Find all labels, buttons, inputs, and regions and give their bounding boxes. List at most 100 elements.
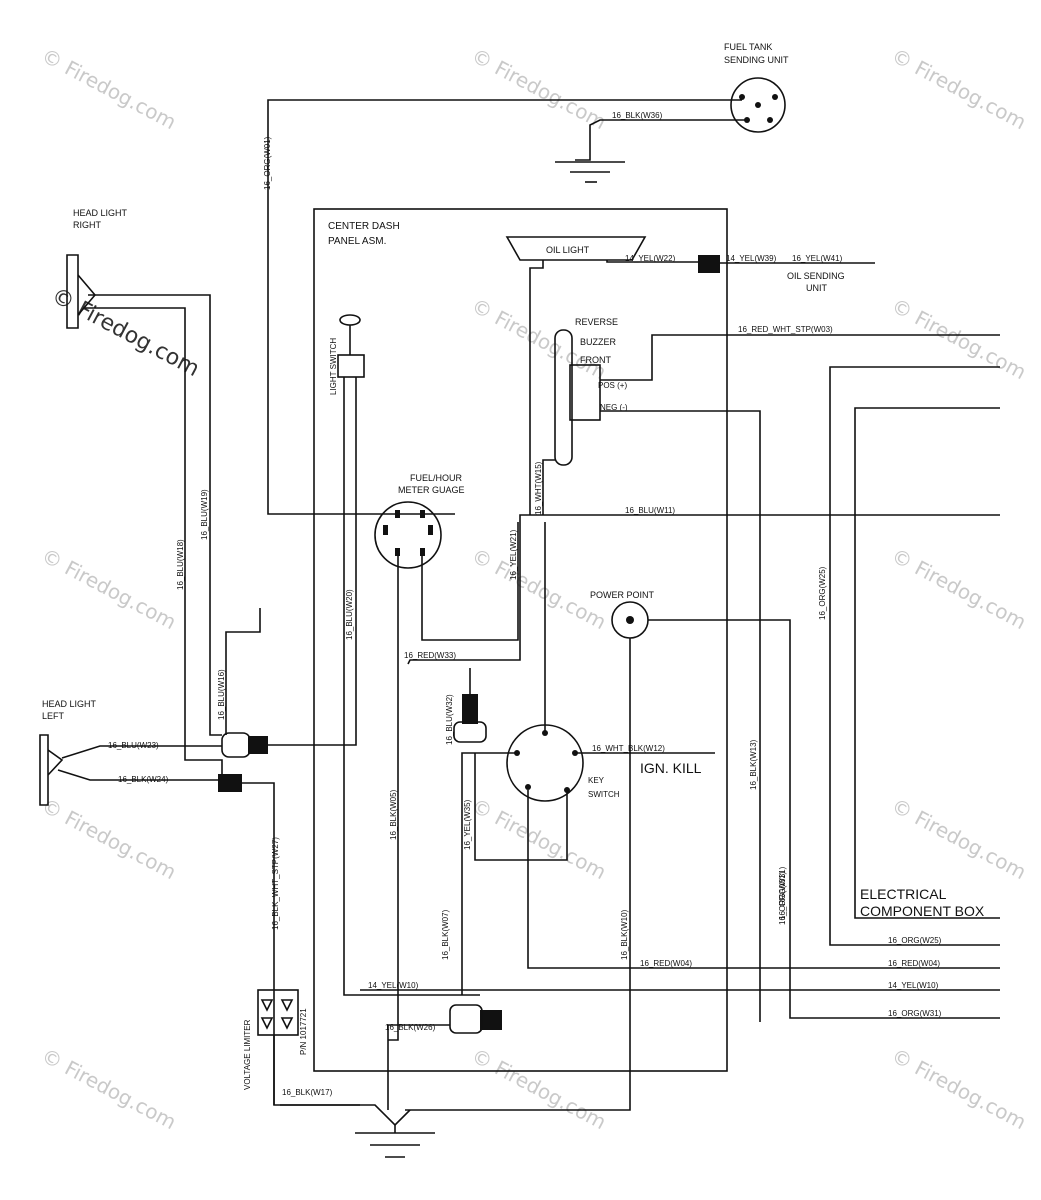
wire-w10: [405, 638, 631, 1111]
connector-w32: [462, 694, 478, 724]
head-right-label-2: RIGHT: [73, 220, 102, 230]
wire-w41-label: 16_YEL(W41): [792, 254, 843, 263]
ground-symbol-top: [555, 161, 625, 183]
center-dash-panel: [313, 208, 728, 1072]
wire-w27: [242, 782, 275, 1105]
wire-w19: [88, 294, 222, 736]
wire-w01-label: 16_ORG(W01): [263, 136, 272, 190]
wire-w20-label: 16_BLU(W20): [345, 589, 354, 640]
watermark: © Firedog.com: [888, 793, 1031, 884]
oil-light-label: OIL LIGHT: [546, 245, 590, 255]
wire-w35: [474, 753, 568, 861]
watermark: © Firedog.com: [38, 543, 181, 634]
wire-w33: [407, 514, 1000, 665]
oil-sending-label: OIL SENDING: [787, 271, 845, 281]
wire-w10y-label: 14_YEL(W10): [368, 981, 419, 990]
wire-w04: [527, 790, 1000, 969]
wire-w33-label: 16_RED(W33): [404, 651, 456, 660]
wire-w01: [267, 99, 742, 515]
watermark-dark: © Firedog.com: [47, 283, 203, 382]
wire-w35-label: 16_YEL(W35): [463, 799, 472, 850]
wire-w10y2-label: 14_YEL(W10): [888, 981, 939, 990]
watermark: © Firedog.com: [468, 543, 611, 634]
wire-w15: [542, 459, 555, 515]
wire-w24: [57, 769, 218, 781]
wire-w36-label: 16_BLK(W36): [612, 111, 663, 120]
wire-w07-label: 16_BLK(W07): [441, 909, 450, 960]
power-point-label: POWER POINT: [590, 590, 655, 600]
watermark: © Firedog.com: [468, 1043, 611, 1134]
wire-w25-label: 16_ORG(W25): [888, 936, 942, 945]
key-label: KEY: [588, 776, 605, 785]
wire-w39-label: 14_YEL(W39): [726, 254, 777, 263]
reverse-buzzer: REVERSE BUZZER FRONT POS (+) NEG (-): [554, 317, 628, 466]
ground-symbol-bottom: [280, 1104, 435, 1158]
wire-oil-light-a: [529, 260, 544, 515]
wire-w21-label: 16_YEL(W21): [509, 529, 518, 580]
elec-box-label-2: COMPONENT BOX: [860, 903, 985, 919]
fuel-hour-label-2: METER GUAGE: [398, 485, 465, 495]
wire-w24-label: 16_BLK(W24): [118, 775, 169, 784]
elec-box-label: ELECTRICAL: [860, 886, 947, 902]
wire-w04-label: 16_RED(W04): [640, 959, 692, 968]
watermarks: © Firedog.com © Firedog.com © Firedog.co…: [38, 43, 1031, 1134]
switch-label: SWITCH: [588, 790, 620, 799]
head-left-label-2: LEFT: [42, 711, 65, 721]
connector-left-b: [218, 774, 242, 792]
head-light-left: HEAD LIGHT LEFT: [39, 699, 97, 806]
wire-w19-label: 16_BLU(W19): [200, 489, 209, 540]
connector-w32-body: [453, 721, 487, 743]
wire-w10-label: 16_BLK(W10): [620, 909, 629, 960]
wire-w26: [387, 1024, 450, 1110]
watermark: © Firedog.com: [888, 1043, 1031, 1134]
wire-w05-label: 16_BLK(W05): [389, 789, 398, 840]
watermark: © Firedog.com: [38, 793, 181, 884]
head-left-label: HEAD LIGHT: [42, 699, 97, 709]
fuel-tank-label-2: SENDING UNIT: [724, 55, 789, 65]
connector-left-a-body: [221, 732, 251, 758]
fuel-hour-label: FUEL/HOUR: [410, 473, 463, 483]
wire-light-switch-b: [266, 377, 357, 746]
wire-w18-label: 16_BLU(W18): [176, 539, 185, 590]
connector-oil: [698, 255, 720, 273]
wire-w05: [388, 556, 399, 1041]
wire-w25v-label: 16_ORG(W25): [818, 566, 827, 620]
pos-label: POS (+): [598, 381, 627, 390]
wire-w16-label: 16_BLU(W16): [217, 669, 226, 720]
wire-key-left: [461, 752, 517, 995]
wire-w12-label: 16_WHT_BLK(W12): [592, 744, 665, 753]
front-label: FRONT: [580, 355, 611, 365]
wire-w21: [421, 522, 519, 641]
watermark: © Firedog.com: [468, 793, 611, 884]
buzzer-label: BUZZER: [580, 337, 617, 347]
oil-sending-label-2: UNIT: [806, 283, 827, 293]
watermark: © Firedog.com: [888, 43, 1031, 134]
light-switch-label: LIGHT SWITCH: [329, 338, 338, 395]
ign-kill-label: IGN. KILL: [640, 760, 702, 776]
wire-oil-light-b: [606, 260, 700, 263]
connector-w26: [480, 1010, 502, 1030]
watermark: © Firedog.com: [888, 543, 1031, 634]
wire-w11-label: 16_BLU(W11): [625, 506, 675, 515]
watermark: © Firedog.com: [468, 43, 611, 134]
wire-w32-label: 16_BLU(W32): [445, 694, 454, 745]
wire-w22-label: 14_YEL(W22): [625, 254, 676, 263]
voltage-limiter-label: VOLTAGE LIMITER: [243, 1019, 252, 1090]
oil-light: OIL LIGHT: [505, 236, 647, 261]
wire-w23-label: 16_BLU(W23): [108, 741, 159, 750]
wire-w26-label: 16_BLK(W26): [385, 1023, 436, 1032]
fuel-hour-gauge: FUEL/HOUR METER GUAGE: [374, 473, 465, 569]
head-right-label: HEAD LIGHT: [73, 208, 128, 218]
wire-w17: [273, 1035, 360, 1106]
voltage-limiter: VOLTAGE LIMITER P/N 1017721: [243, 989, 308, 1090]
connector-left-a: [248, 736, 268, 754]
wire-w31-label: 16_ORG(W31): [888, 1009, 942, 1018]
wire-w23: [61, 745, 222, 759]
center-dash-label-2: PANEL ASM.: [328, 236, 386, 247]
wire-w03: [600, 334, 1000, 381]
watermark: © Firedog.com: [888, 293, 1031, 384]
fuel-tank-label: FUEL TANK: [724, 42, 772, 52]
light-switch: LIGHT SWITCH: [329, 314, 365, 395]
neg-label: NEG (-): [600, 403, 628, 412]
